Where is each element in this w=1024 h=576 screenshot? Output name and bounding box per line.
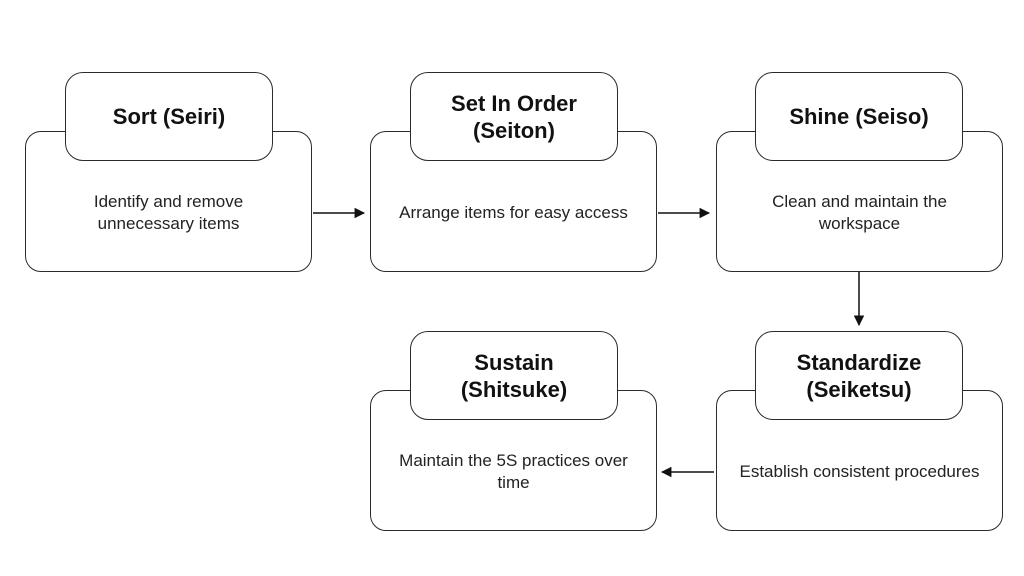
step-description: Maintain the 5S practices over time — [399, 451, 628, 492]
step-description: Establish consistent procedures — [739, 462, 980, 481]
step-description: Identify and remove unnecessary items — [93, 192, 244, 233]
step-title-box-sort: Sort (Seiri) — [65, 72, 273, 161]
step-title: Set In Order (Seiton) — [451, 90, 577, 143]
step-description: Clean and maintain the workspace — [772, 192, 947, 233]
step-title-box-set-in-order: Set In Order (Seiton) — [410, 72, 618, 161]
step-title-box-shine: Shine (Seiso) — [755, 72, 963, 161]
step-title-box-sustain: Sustain (Shitsuke) — [410, 331, 618, 420]
step-title: Shine (Seiso) — [789, 104, 929, 129]
step-description: Arrange items for easy access — [399, 203, 628, 222]
step-title: Standardize (Seiketsu) — [796, 349, 922, 402]
step-title: Sort (Seiri) — [112, 104, 226, 129]
step-title-box-standardize: Standardize (Seiketsu) — [755, 331, 963, 420]
step-title: Sustain (Shitsuke) — [460, 349, 568, 402]
